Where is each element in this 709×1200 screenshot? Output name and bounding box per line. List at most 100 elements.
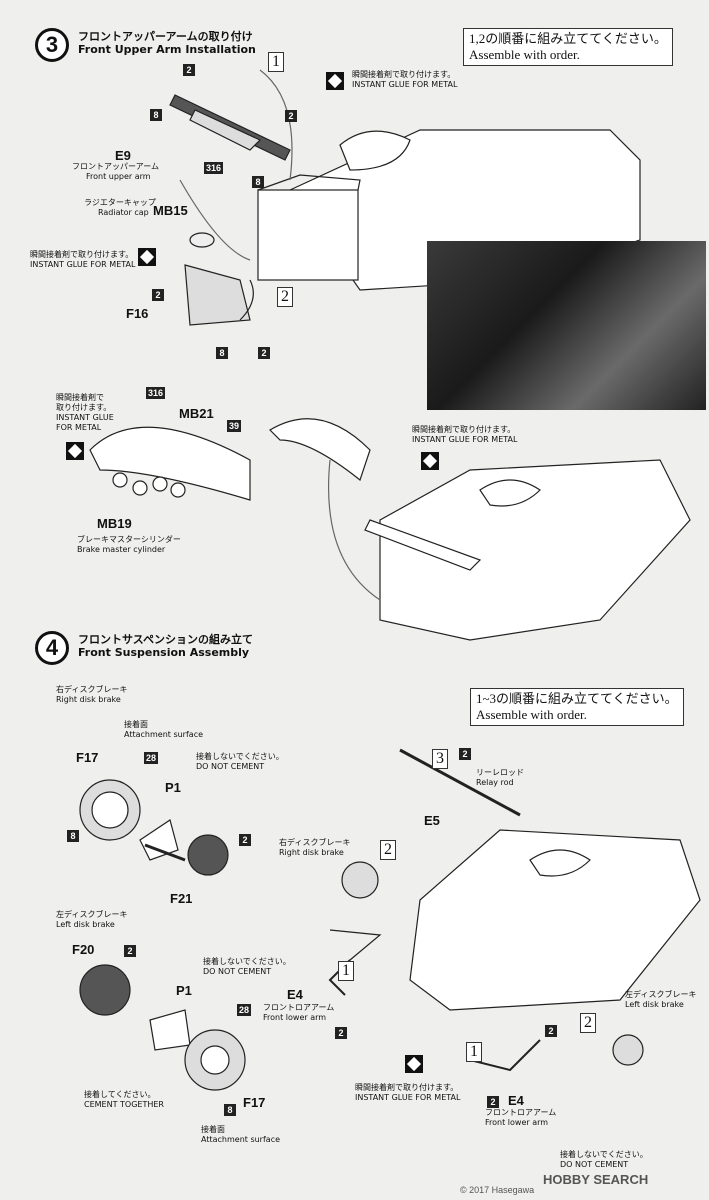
step-4-title-jp: フロントサスペンションの組み立て — [78, 633, 254, 646]
e4-caption-b: フロントロアアーム Front lower arm — [485, 1108, 556, 1128]
e9-caption: フロントアッパーアーム Front upper arm — [72, 162, 159, 182]
sequence-1: 1 — [268, 52, 284, 72]
no-cement-1: 接着しないでください。 DO NOT CEMENT — [196, 752, 284, 772]
part-badge: 2 — [459, 748, 471, 760]
part-badge: 39 — [227, 420, 242, 432]
step-3-number: 3 — [35, 28, 69, 62]
step-3-title-en: Front Upper Arm Installation — [78, 43, 256, 56]
instant-glue-icon — [421, 452, 439, 470]
no-cement-2: 接着しないでください。 DO NOT CEMENT — [203, 957, 291, 977]
copyright: © 2017 Hasegawa — [460, 1185, 535, 1195]
glue-note-1-en: INSTANT GLUE FOR METAL — [352, 80, 458, 89]
e4a-en: Front lower arm — [263, 1013, 327, 1022]
glue-note-3: 瞬間接着剤で 取り付けます。 INSTANT GLUE FOR METAL — [56, 393, 114, 433]
step-4-order-jp: 1~3の順番に組み立ててください。 — [476, 691, 678, 706]
radiator-cap-en: Radiator cap — [98, 208, 149, 217]
relay-rod-en: Relay rod — [476, 778, 514, 787]
part-p1-b: P1 — [176, 983, 192, 998]
glue-note-5-en: INSTANT GLUE FOR METAL — [355, 1093, 461, 1102]
glue-note-4-en: INSTANT GLUE FOR METAL — [412, 435, 518, 444]
part-badge: 2 — [487, 1096, 499, 1108]
attach-2-jp: 接着面 — [201, 1125, 225, 1134]
left-brake-en: Left disk brake — [56, 920, 115, 929]
no-cement-1-en: DO NOT CEMENT — [196, 762, 265, 771]
right-brake-jp: 右ディスクブレーキ — [56, 685, 128, 694]
no-cement-3-en: DO NOT CEMENT — [560, 1160, 629, 1169]
e4b-en: Front lower arm — [485, 1118, 549, 1127]
e4-caption-a: フロントロアアーム Front lower arm — [263, 1003, 334, 1023]
step-3-order-en: Assemble with order. — [469, 47, 580, 62]
sequence-2-b: 2 — [580, 1013, 596, 1033]
glue-note-4: 瞬間接着剤で取り付けます。 INSTANT GLUE FOR METAL — [412, 425, 517, 445]
no-cement-3-jp: 接着しないでください。 — [560, 1150, 648, 1159]
part-badge: 2 — [335, 1027, 347, 1039]
step-3-title-jp: フロントアッパーアームの取り付け — [78, 30, 253, 43]
e4a-jp: フロントロアアーム — [263, 1003, 335, 1012]
rdb-en: Right disk brake — [279, 848, 344, 857]
part-badge: 8 — [67, 830, 79, 842]
glue-note-1: 瞬間接着剤で取り付けます。 INSTANT GLUE FOR METAL — [352, 70, 457, 90]
part-f17-b: F17 — [243, 1095, 266, 1110]
part-badge: 2 — [285, 110, 297, 122]
e9-caption-en: Front upper arm — [86, 172, 151, 181]
glue-note-3-l4: FOR METAL — [56, 423, 102, 432]
reference-photo — [427, 241, 706, 410]
glue-note-3-l3: INSTANT GLUE — [56, 413, 114, 422]
step-4-order-en: Assemble with order. — [476, 707, 587, 722]
no-cement-3: 接着しないでください。 DO NOT CEMENT — [560, 1150, 648, 1170]
no-cement-2-jp: 接着しないでください。 — [203, 957, 291, 966]
part-e4-b: E4 — [508, 1093, 524, 1108]
cement-together: 接着してください。 CEMENT TOGETHER — [84, 1090, 164, 1110]
part-e4: E4 — [287, 987, 303, 1002]
radiator-cap-jp: ラジエターキャップ — [84, 198, 156, 207]
part-badge: 8 — [224, 1104, 236, 1116]
glue-note-2-en: INSTANT GLUE FOR METAL — [30, 260, 136, 269]
glue-note-5-jp: 瞬間接着剤で取り付けます。 — [355, 1083, 459, 1092]
ldb-caption: 左ディスクブレーキ Left disk brake — [625, 990, 696, 1010]
part-badge: 316 — [146, 387, 166, 399]
part-badge: 8 — [252, 176, 264, 188]
glue-note-1-jp: 瞬間接着剤で取り付けます。 — [352, 70, 456, 79]
step-4-number: 4 — [35, 631, 69, 665]
part-badge: 2 — [258, 347, 270, 359]
part-badge: 2 — [152, 289, 164, 301]
relay-rod-jp: リーレロッド — [476, 768, 524, 777]
part-mb21: MB21 — [179, 406, 214, 421]
part-badge: 8 — [150, 109, 162, 121]
hobby-search-watermark: HOBBY SEARCH — [543, 1172, 649, 1187]
part-badge: 316 — [204, 162, 224, 174]
left-brake-caption: 左ディスクブレーキ Left disk brake — [56, 910, 127, 930]
part-e9: E9 — [115, 148, 131, 163]
rdb-caption: 右ディスクブレーキ Right disk brake — [279, 838, 350, 858]
radiator-cap-caption: ラジエターキャップ Radiator cap — [84, 198, 156, 218]
part-badge: 8 — [216, 347, 228, 359]
step-3-order-jp: 1,2の順番に組み立ててください。 — [469, 31, 667, 46]
mb19-caption-jp: ブレーキマスターシリンダー — [77, 535, 181, 544]
part-badge: 28 — [237, 1004, 252, 1016]
glue-note-2: 瞬間接着剤で取り付けます。 INSTANT GLUE FOR METAL — [30, 250, 135, 270]
glue-note-5: 瞬間接着剤で取り付けます。 INSTANT GLUE FOR METAL — [355, 1083, 460, 1103]
right-brake-en: Right disk brake — [56, 695, 121, 704]
attach-surface-1: 接着面 Attachment surface — [124, 720, 203, 740]
step-4-title-en: Front Suspension Assembly — [78, 646, 250, 659]
ldb-en: Left disk brake — [625, 1000, 684, 1009]
part-f17: F17 — [76, 750, 99, 765]
glue-note-4-jp: 瞬間接着剤で取り付けます。 — [412, 425, 516, 434]
sequence-1-b: 1 — [466, 1042, 482, 1062]
part-f21: F21 — [170, 891, 193, 906]
part-mb19: MB19 — [97, 516, 132, 531]
e4b-jp: フロントロアアーム — [485, 1108, 557, 1117]
sequence-2: 2 — [380, 840, 396, 860]
instant-glue-icon — [138, 248, 156, 266]
part-p1: P1 — [165, 780, 181, 795]
no-cement-2-en: DO NOT CEMENT — [203, 967, 272, 976]
sequence-1: 1 — [338, 961, 354, 981]
e9-caption-jp: フロントアッパーアーム — [72, 162, 159, 171]
sequence-2: 2 — [277, 287, 293, 307]
instant-glue-icon — [326, 72, 344, 90]
part-e5: E5 — [424, 813, 440, 828]
attach-2-en: Attachment surface — [201, 1135, 281, 1144]
step-4-order-box: 1~3の順番に組み立ててください。 Assemble with order. — [470, 688, 684, 726]
attach-1-en: Attachment surface — [124, 730, 204, 739]
cement-together-en: CEMENT TOGETHER — [84, 1100, 164, 1109]
